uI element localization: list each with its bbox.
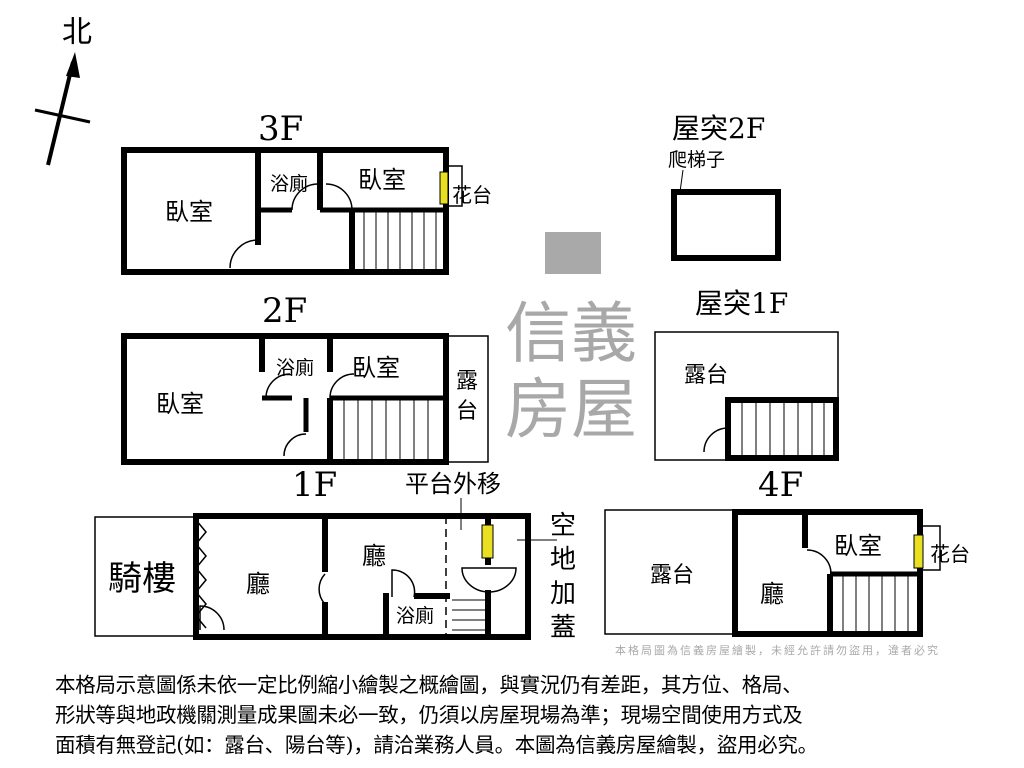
door [325,183,353,211]
annotation: 平台外移 [405,470,501,498]
stairs [842,576,909,632]
floor-3f: 3F 臥室 浴廁 臥室 花台 [121,109,492,275]
watermark-notice: 本格局圖為信義房屋繪製，未經允許請勿盜用，違者必究 [615,644,940,657]
room-label: 臥室 [834,532,882,560]
stairs [343,400,429,460]
room-label: 臥室 [352,354,400,382]
disclaimer: 本格局示意圖係未依一定比例縮小繪製之概繪圖，與實況仍有差距，其方位、格局、 形狀… [55,670,985,760]
floor-label: 屋突2F [672,112,765,145]
floor-label: 2F [262,291,307,331]
disclaimer-line: 本格局示意圖係未依一定比例縮小繪製之概繪圖，與實況仍有差距，其方位、格局、 [55,673,803,697]
room-label: 花台 [930,542,970,566]
room-label: 浴廁 [276,356,314,379]
stairs [741,402,825,456]
floor-4f: 4F 露台 廳 臥室 花台 [604,465,970,637]
north-arrow-icon [34,52,91,166]
room-label: 臥室 [165,198,213,226]
watermark-brand: 信義房屋 [505,295,637,448]
door [229,239,259,269]
north-label: 北 [62,15,92,50]
floor-1f: 1F 平台外移 騎樓 廳 廳 浴廁 空 地 加 蓋 [94,465,576,643]
flower-bed [913,534,924,569]
floor-label: 4F [758,465,803,505]
disclaimer-line: 形狀等與地政機關測量成果圖未必一致，仍須以房屋現場為準；現場空間使用方式及 [55,703,803,727]
room-label: 露 [456,369,478,394]
annotation: 加 [550,579,576,609]
stairs [363,212,437,270]
room-label: 浴廁 [270,172,308,195]
annotation: 地 [550,545,576,575]
floor-label: 1F [292,465,337,505]
annotation: 蓋 [550,613,576,643]
floor-label: 3F [258,109,303,149]
room-label: 廳 [362,542,386,570]
floor-label: 屋突1F [695,287,788,320]
ladder-label: 爬梯子 [668,149,725,171]
brand-logo-icon [545,232,601,274]
stairs [452,599,486,631]
flower-bed [481,524,494,559]
roof-2f: 屋突2F 爬梯子 [668,112,781,261]
disclaimer-line: 面積有無登記(如：露台、陽台等)，請洽業務人員。本圖為信義房屋繪製，盜用必究。 [55,733,818,757]
room-label: 廳 [760,580,784,608]
room-label: 花台 [452,183,492,207]
annotation: 空 [550,511,576,541]
room-label: 台 [456,399,478,424]
floor-2f: 2F 臥室 浴廁 臥室 露 台 [121,291,489,465]
room-label: 騎樓 [108,559,176,599]
room-label: 露台 [650,563,694,588]
door [291,183,319,211]
roof-1f: 屋突1F 露台 [654,287,839,461]
room-label: 露台 [684,363,728,388]
flower-bed [439,171,449,205]
room-label: 廳 [246,570,270,598]
room-label: 臥室 [156,390,204,418]
room-label: 浴廁 [396,604,434,627]
room-label: 臥室 [358,166,406,194]
